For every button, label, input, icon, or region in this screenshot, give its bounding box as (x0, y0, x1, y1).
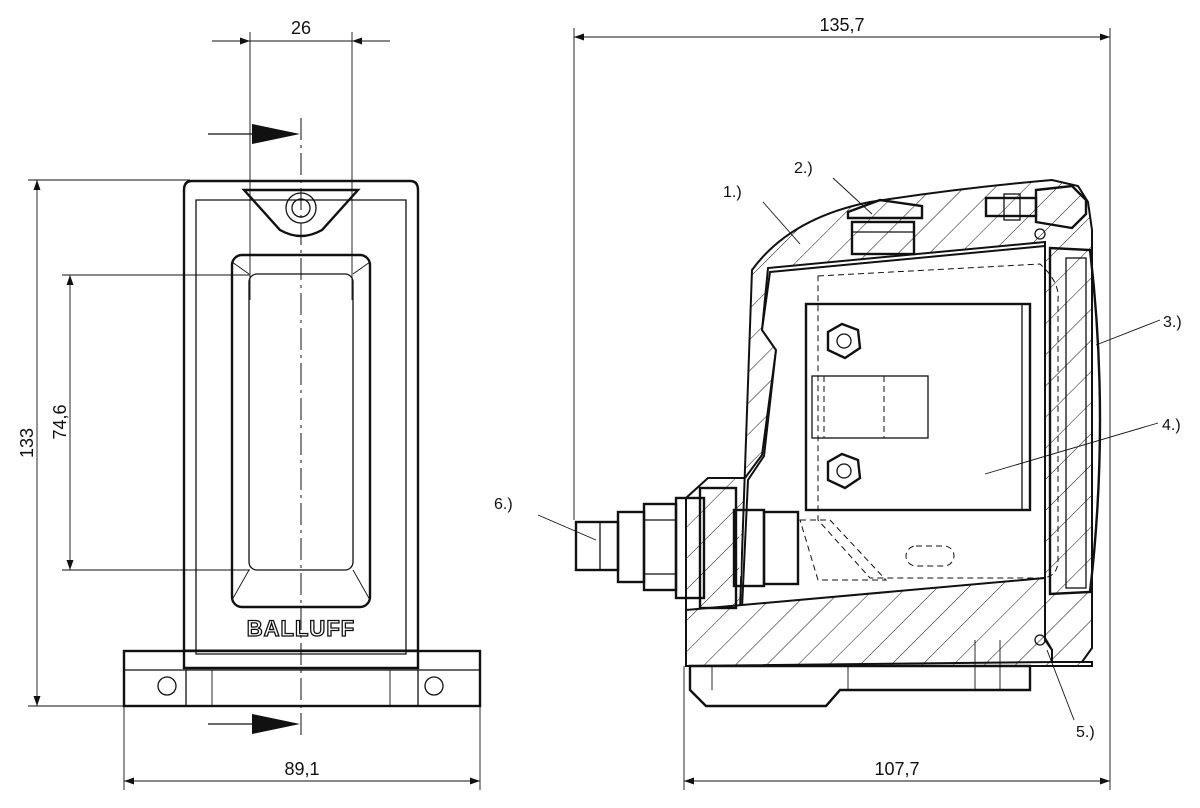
dim-depth-body: 107,7 (874, 759, 919, 779)
view-arrow-bottom (208, 714, 300, 734)
dimension-labels: 26 133 74,6 89,1 135,7 107,7 (17, 15, 920, 779)
dim-width-top: 26 (291, 18, 311, 38)
callout-2: 2.) (794, 160, 813, 177)
callout-3: 3.) (1163, 314, 1182, 331)
mounting-hole-right (424, 676, 444, 696)
mounting-hole-left (157, 676, 177, 696)
side-base-plate (688, 664, 1032, 708)
dim-height-window: 74,6 (50, 404, 70, 439)
callouts: 1.) 2.) 3.) 4.) 5.) 6.) (494, 160, 1182, 741)
dim-height-overall: 133 (17, 428, 37, 458)
callout-4: 4.) (1162, 417, 1181, 434)
view-arrow-top (208, 124, 300, 144)
side-lens-frame (1048, 246, 1102, 596)
callout-1: 1.) (723, 184, 742, 201)
connector-pin (574, 520, 620, 572)
callout-6: 6.) (494, 496, 513, 513)
dimension-lines (28, 28, 1111, 790)
nut-lower (826, 452, 862, 490)
side-view (574, 178, 1102, 708)
sensor-board (804, 302, 1032, 512)
rear-screw (984, 184, 1088, 230)
top-bolt (846, 198, 924, 256)
cable-gland (574, 486, 800, 610)
dim-width-base: 89,1 (284, 759, 319, 779)
window-lens (248, 273, 354, 571)
front-view: BALLUFF (122, 118, 482, 740)
o-ring (1034, 634, 1046, 646)
window-frame (230, 253, 372, 609)
dim-depth-overall: 135,7 (819, 15, 864, 35)
callout-5: 5.) (1076, 724, 1095, 741)
nut-upper (826, 322, 862, 360)
front-screw-mount (241, 188, 361, 238)
front-base-plate (122, 649, 482, 708)
front-housing (182, 179, 420, 670)
